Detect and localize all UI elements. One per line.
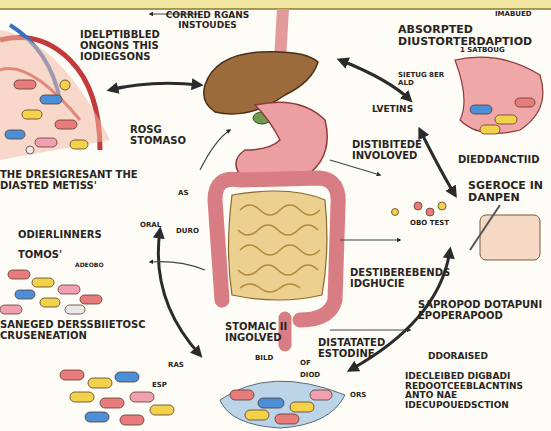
label-text: AS (178, 190, 198, 198)
label-text: ABSORPTED DIUSTORTERDAPTIOD (398, 24, 548, 48)
label-text: ORAL (140, 222, 170, 230)
label-text: TOMOS' (18, 250, 78, 261)
label-text: STOMAIC II INGOLVED (225, 322, 305, 344)
label-text: DESTIBEREBENDS IDGHUCIE (350, 268, 460, 290)
label-text: DISTATATED ESTODINE (318, 338, 413, 360)
label-text: ADEOBO (75, 262, 115, 268)
label-text: DURO (176, 228, 206, 236)
label-text: OF (300, 360, 320, 368)
label-text: CORRIED RGANS INSTOUDES (150, 11, 265, 30)
label-text: SIETUG 8ER ALD (398, 72, 448, 87)
label-text: SANEGED DERSSBIIETOSC CRUSENEATION (0, 320, 165, 342)
label-text: RAS (168, 362, 198, 370)
label-text: ROSG STOMASO (130, 125, 200, 147)
label-text: IMABUED (495, 11, 550, 19)
label-text: 1 SATBOUG (460, 47, 540, 55)
label-text: LVETINS (372, 105, 432, 115)
label-text: BILD (255, 355, 285, 363)
label-text: THE DRESIGRESANT THE DIASTED METISS' (0, 170, 190, 192)
label-text: SAPROPOD DOTAPUNI EPOPERAPOOD (418, 300, 551, 322)
label-text: ODIERLINNERS (18, 230, 128, 241)
label-text: IDECLEIBED DIGBADI REDOOTCEEBLACNTINS AN… (405, 372, 551, 411)
label-text: OBO TEST (410, 220, 455, 228)
label-text: SGEROCE IN DANPEN (468, 180, 551, 204)
label-text: DIEDDANCTIID (458, 155, 550, 166)
label-text: DDORAISED (428, 352, 518, 362)
label-text: DISTIBITEDE INVOLOVED (352, 140, 447, 162)
label-text: ORS (350, 392, 380, 400)
label-text: IDELPTIBBLED ONGONS THIS IODIEGSONS (80, 30, 200, 62)
label-text: DIOD (300, 372, 330, 380)
label-text: ESP (152, 382, 182, 390)
